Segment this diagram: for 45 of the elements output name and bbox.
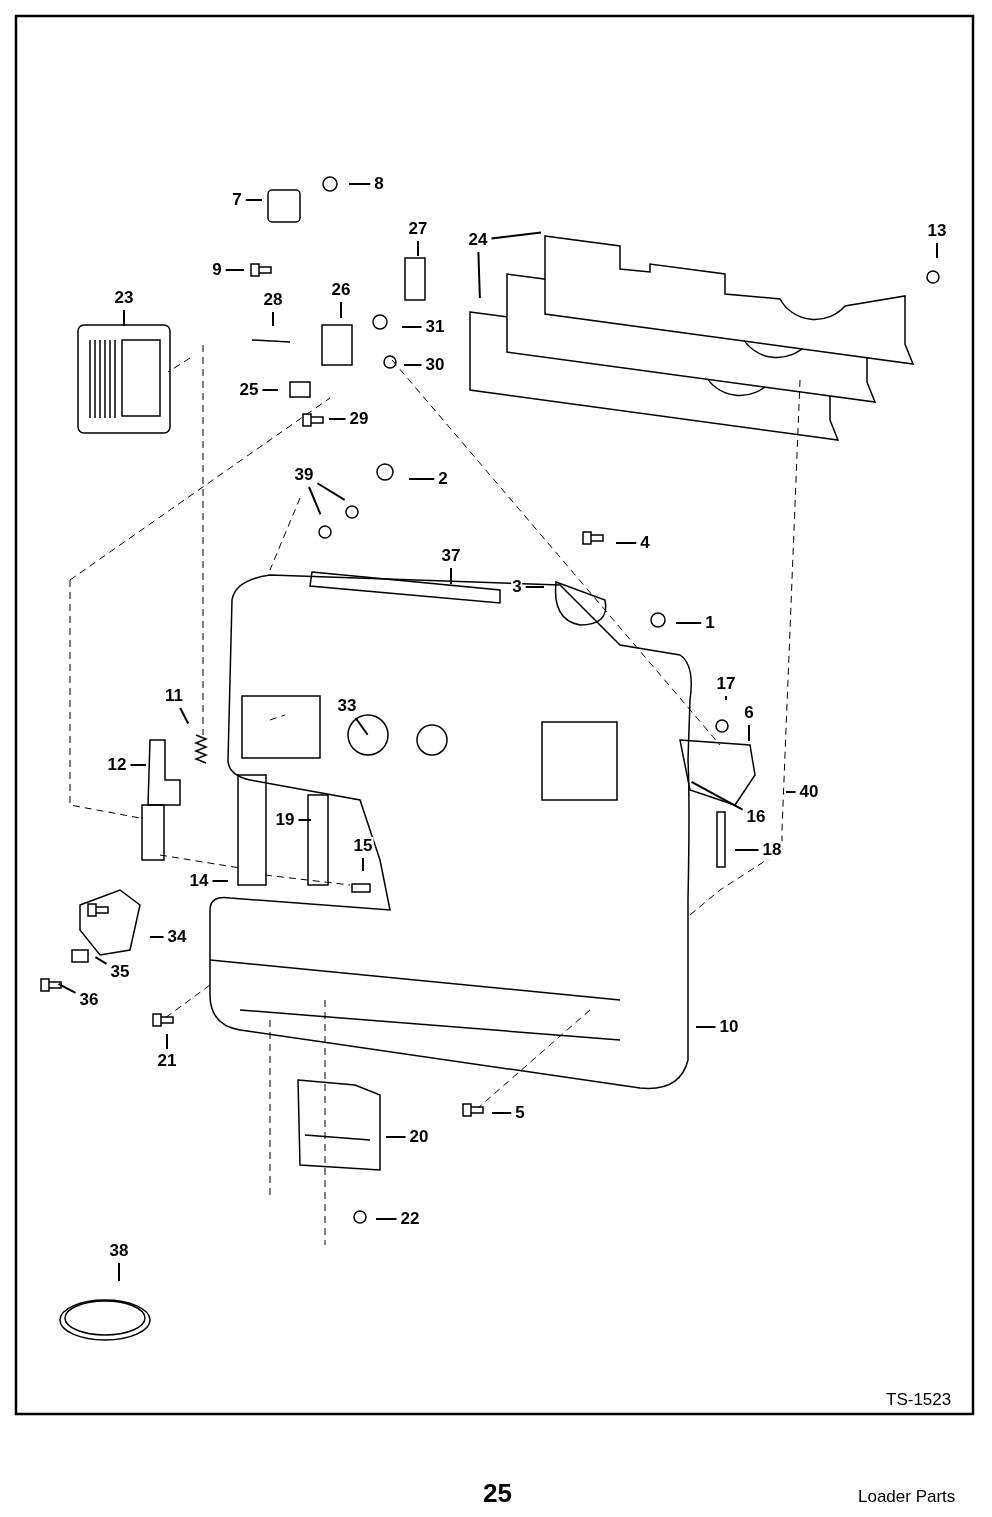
- leader-line: [375, 1218, 398, 1220]
- leader-line: [57, 982, 77, 994]
- leader-line: [118, 1262, 120, 1282]
- leader-line: [491, 1112, 513, 1114]
- leader-line: [328, 418, 347, 420]
- leader-line: [297, 819, 312, 821]
- leader-line: [244, 199, 263, 201]
- leader-line: [403, 364, 423, 366]
- leader-line: [340, 301, 342, 319]
- leader-line: [615, 542, 638, 544]
- leader-line: [348, 183, 372, 185]
- leader-line: [211, 880, 229, 882]
- leader-line: [123, 309, 125, 327]
- leader-line: [149, 936, 165, 938]
- leader-line: [524, 586, 545, 588]
- leader-line: [261, 389, 279, 391]
- page-number: 25: [483, 1478, 512, 1509]
- leader-line: [675, 622, 703, 624]
- leader-line: [272, 311, 274, 327]
- leader-line: [417, 240, 419, 257]
- leader-line: [785, 791, 797, 793]
- leader-line: [725, 695, 727, 701]
- footer-text: Loader Parts: [858, 1487, 956, 1507]
- drawing-number: TS-1523: [886, 1390, 952, 1410]
- leader-line: [401, 326, 423, 328]
- leader-line: [748, 724, 750, 742]
- leader-line: [690, 780, 744, 811]
- leader-line: [362, 857, 364, 872]
- leader-line: [490, 231, 543, 240]
- leader-line: [450, 567, 452, 585]
- leader-line: [94, 956, 108, 965]
- leader-line: [477, 251, 481, 299]
- leader-line: [385, 1136, 407, 1138]
- leader-line: [308, 486, 322, 516]
- leader-line: [408, 478, 436, 480]
- leader-line: [179, 707, 190, 725]
- leader-line: [734, 849, 760, 851]
- leader-line: [936, 242, 938, 259]
- leader-line: [316, 482, 346, 501]
- callout-number: 18: [761, 841, 783, 859]
- leader-line: [224, 269, 245, 271]
- leader-line: [354, 717, 369, 736]
- leader-line: [695, 1026, 717, 1028]
- leader-line: [129, 764, 147, 766]
- leader-line: [166, 1033, 168, 1050]
